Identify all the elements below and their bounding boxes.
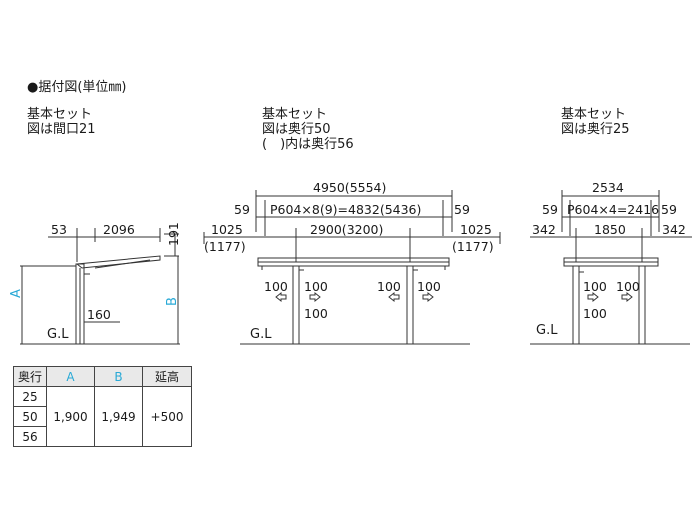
arrow-left-icon xyxy=(388,291,400,303)
dim-191: 191 xyxy=(166,222,181,246)
panel2-title-3: ( )内は奥行56 xyxy=(262,137,354,152)
arrow-right-icon xyxy=(621,291,633,303)
header-a: A xyxy=(46,366,95,387)
table-row: 56 xyxy=(13,426,192,447)
value-a: 1,900 xyxy=(46,386,95,447)
row-depth: 25 xyxy=(13,386,47,407)
row-depth: 50 xyxy=(13,406,47,427)
panel1-title-1: 基本セット xyxy=(27,107,93,122)
spec-table: 奥行 A B 延高 25 1,900 1,949 +500 50 56 xyxy=(13,366,192,447)
panel2-title-2: 図は奥行50 xyxy=(262,122,331,137)
value-b: 1,949 xyxy=(94,386,143,447)
table-row: 50 xyxy=(13,406,192,427)
dim-342-right: 342 xyxy=(662,222,686,237)
panel3-title-1: 基本セット xyxy=(561,107,627,122)
panel3-title-2: 図は奥行25 xyxy=(561,122,630,137)
dim-total: 4950(5554) xyxy=(313,180,387,195)
arrow-left-icon xyxy=(275,291,287,303)
panel2-title-1: 基本セット xyxy=(262,107,328,122)
header-depth: 奥行 xyxy=(13,366,47,387)
dim-100: 100 xyxy=(417,279,441,294)
dim-span: 1850 xyxy=(594,222,626,237)
dim-100: 100 xyxy=(304,279,328,294)
dim-59-right: 59 xyxy=(661,202,677,217)
dim-100: 100 xyxy=(583,279,607,294)
dim-59-left: 59 xyxy=(542,202,558,217)
dim-59-right: 59 xyxy=(454,202,470,217)
arrow-right-icon xyxy=(309,291,321,303)
dim-1177-left: (1177) xyxy=(204,239,246,254)
arrow-right-icon xyxy=(422,291,434,303)
label-b: B xyxy=(165,297,180,306)
arrow-right-icon xyxy=(587,291,599,303)
header-b: B xyxy=(94,366,143,387)
table-header-row: 奥行 A B 延高 xyxy=(13,366,192,387)
panel1-title-2: 図は間口21 xyxy=(27,122,96,137)
panel1-side-view xyxy=(20,228,180,345)
dim-53: 53 xyxy=(51,222,67,237)
dim-59-left: 59 xyxy=(234,202,250,217)
dim-1177-right: (1177) xyxy=(452,239,494,254)
value-extension: +500 xyxy=(142,386,192,447)
dim-pitch: P604×8(9)=4832(5436) xyxy=(270,202,422,217)
diagram-heading: ●据付図(単位㎜) xyxy=(27,80,127,95)
header-extension: 延高 xyxy=(142,366,192,387)
dim-1025-right: 1025 xyxy=(460,222,492,237)
dim-pitch: P604×4=2416 xyxy=(567,202,660,217)
table-row: 25 1,900 1,949 +500 xyxy=(13,386,192,447)
ground-level-label: G.L xyxy=(536,323,558,338)
dim-100: 100 xyxy=(616,279,640,294)
dim-100: 100 xyxy=(304,306,328,321)
panel3-front-view xyxy=(530,190,692,345)
dim-1025-left: 1025 xyxy=(211,222,243,237)
dim-100: 100 xyxy=(264,279,288,294)
row-depth: 56 xyxy=(13,426,47,447)
panel2-front-view xyxy=(203,190,501,345)
dim-342-left: 342 xyxy=(532,222,556,237)
ground-level-label: G.L xyxy=(250,327,272,342)
ground-level-label: G.L xyxy=(47,327,69,342)
dim-2096: 2096 xyxy=(103,222,135,237)
dim-100: 100 xyxy=(377,279,401,294)
dim-total: 2534 xyxy=(592,180,624,195)
dim-100: 100 xyxy=(583,306,607,321)
dim-160: 160 xyxy=(87,307,111,322)
label-a: A xyxy=(9,289,24,298)
dim-span: 2900(3200) xyxy=(310,222,384,237)
